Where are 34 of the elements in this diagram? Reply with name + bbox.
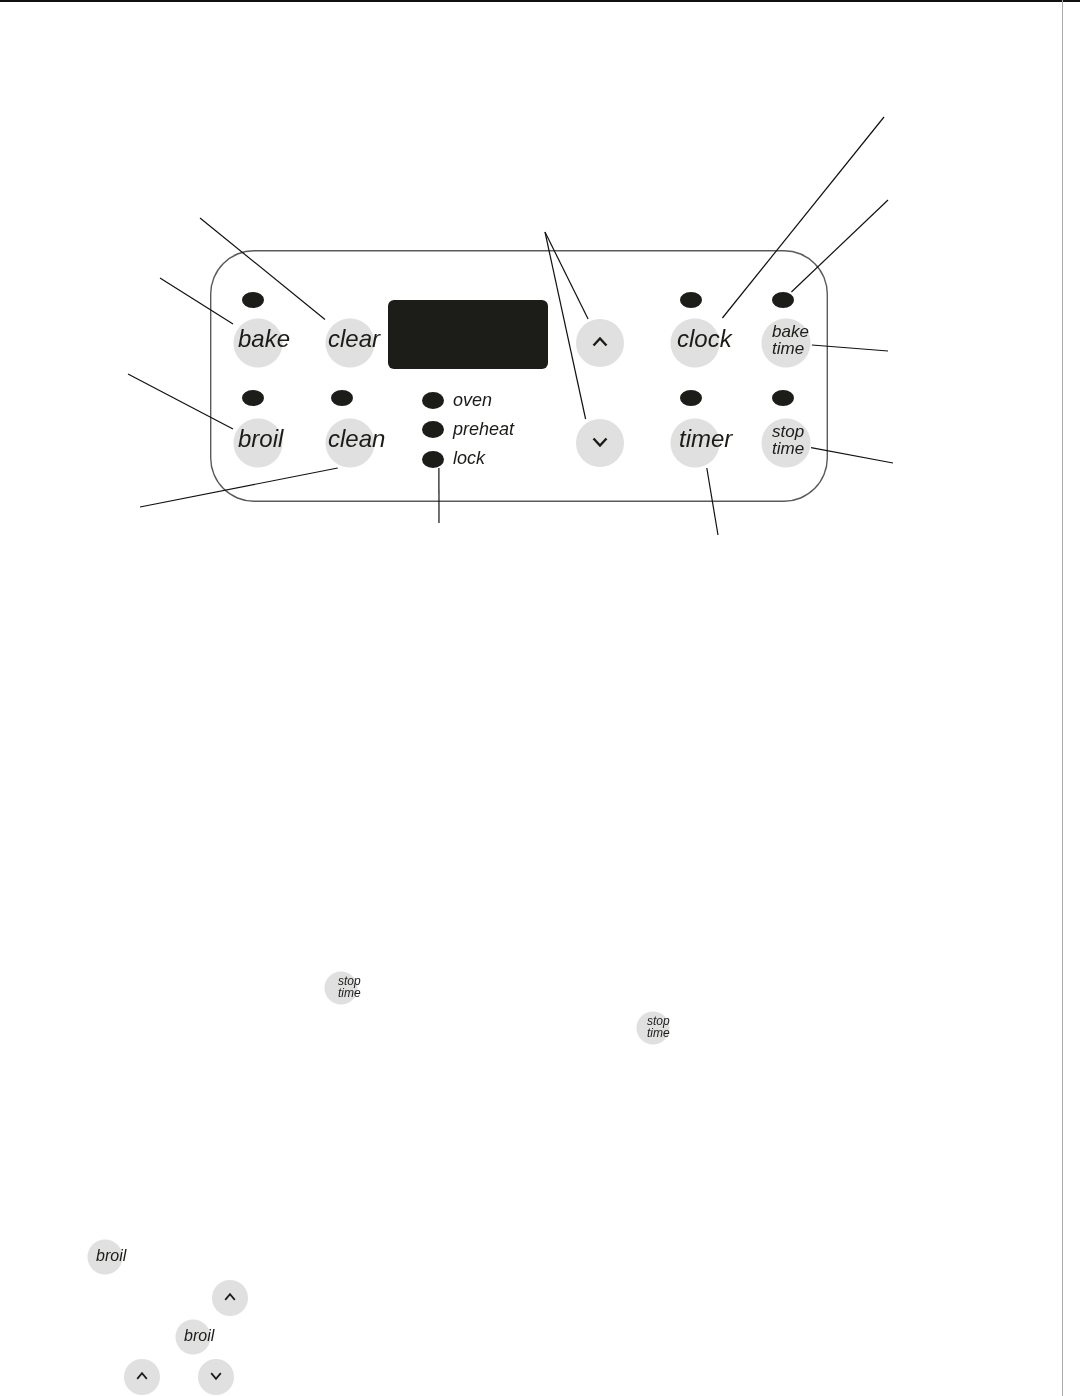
indicator-label: oven: [453, 391, 493, 409]
arrow-button: [576, 419, 624, 467]
leader-line: [159, 277, 234, 325]
arrow-button: [198, 1359, 234, 1395]
arrow-button: [124, 1359, 160, 1395]
control-button: broil: [233, 418, 287, 468]
leader-line: [127, 373, 234, 430]
leader-line: [544, 231, 589, 320]
leader-line: [706, 467, 719, 536]
control-button: stop time: [636, 1011, 673, 1045]
indicator-light-icon: [772, 292, 794, 308]
control-button: clear: [325, 318, 384, 368]
control-button: clock: [670, 318, 735, 368]
leader-line: [810, 447, 894, 464]
indicator-label: preheat: [453, 420, 515, 438]
indicator-light-icon: [422, 451, 444, 468]
arrow-button: [212, 1280, 248, 1316]
display-screen: [388, 300, 548, 369]
leader-line: [790, 199, 889, 293]
leader-line: [544, 231, 587, 420]
control-button: stop time: [761, 418, 811, 468]
control-button: timer: [670, 418, 736, 468]
leader-line: [811, 344, 889, 352]
indicator-label: lock: [453, 449, 485, 467]
leader-line: [721, 116, 885, 319]
arrow-button: [576, 319, 624, 367]
leader-line: [199, 217, 326, 321]
leader-line: [139, 467, 339, 508]
control-panel: [210, 250, 828, 502]
leader-line: [438, 467, 440, 524]
control-button: stop time: [324, 971, 364, 1005]
control-button: bake time: [761, 318, 812, 368]
control-button: broil: [175, 1319, 218, 1355]
control-button: broil: [87, 1239, 130, 1275]
